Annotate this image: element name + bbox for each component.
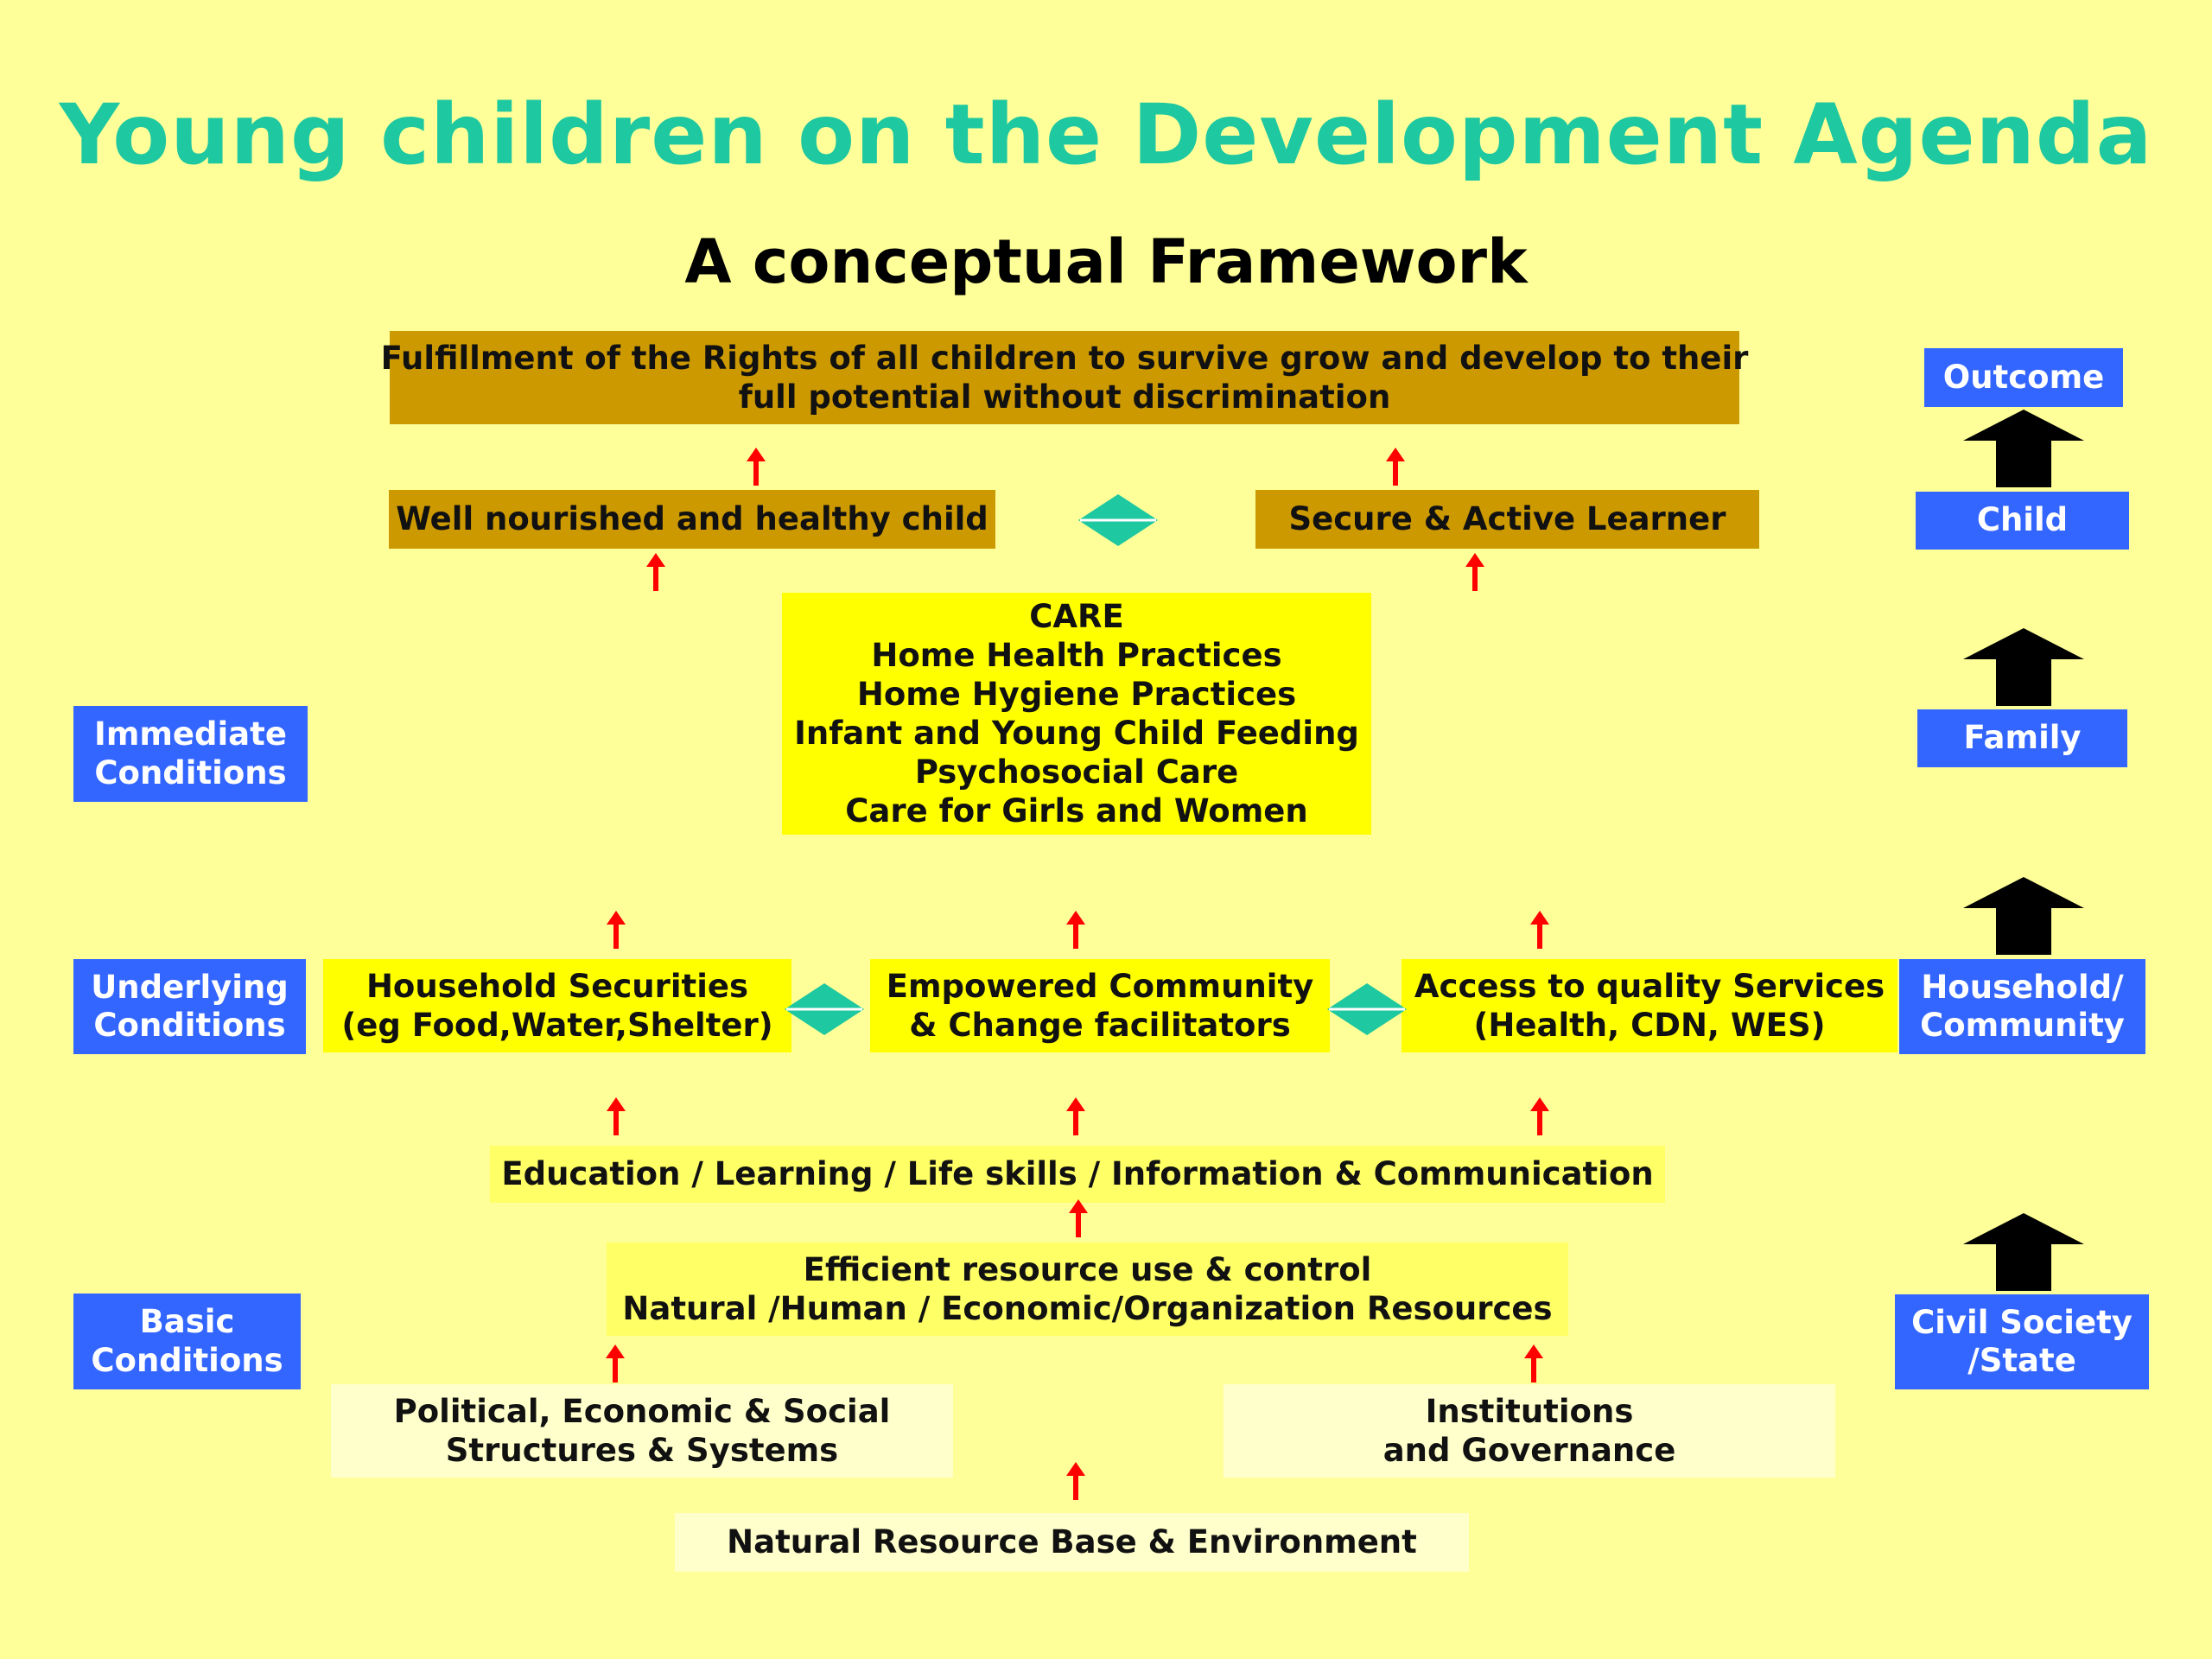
structures-systems-box-line: Structures & Systems — [445, 1432, 839, 1469]
child-label: Child — [1916, 492, 2129, 550]
household-community-label-line: Household/ — [1921, 968, 2124, 1006]
big-up-arrow-icon — [1963, 877, 2084, 955]
up-arrow-icon — [1066, 1097, 1085, 1135]
up-arrow-icon — [1066, 911, 1085, 949]
nourished-child-box: Well nourished and healthy child — [389, 490, 995, 549]
up-arrow-icon — [1465, 553, 1484, 591]
up-arrow-icon — [1530, 911, 1549, 949]
basic-conditions-label-line: Conditions — [91, 1341, 283, 1379]
natural-resource-box: Natural Resource Base & Environment — [675, 1513, 1469, 1572]
care-box-line: Psychosocial Care — [914, 753, 1239, 791]
big-up-arrow-icon — [1963, 1213, 2084, 1291]
care-box-line: Home Hygiene Practices — [856, 675, 1297, 713]
structures-systems-box-line: Political, Economic & Social — [393, 1392, 891, 1430]
household-community-label: Household/Community — [1899, 959, 2145, 1054]
up-arrow-icon — [1524, 1344, 1543, 1382]
diamond-connector-icon — [1078, 494, 1158, 546]
empowered-community-box: Empowered Community& Change facilitators — [870, 959, 1330, 1052]
empowered-community-box-line: & Change facilitators — [909, 1007, 1291, 1044]
family-label: Family — [1917, 709, 2127, 767]
active-learner-box: Secure & Active Learner — [1255, 490, 1759, 549]
family-label-line: Family — [1963, 719, 2082, 757]
civil-society-state-label-line: Civil Society — [1911, 1303, 2133, 1341]
up-arrow-icon — [1530, 1097, 1549, 1135]
quality-services-box-line: (Health, CDN, WES) — [1473, 1007, 1826, 1044]
natural-resource-box-line: Natural Resource Base & Environment — [727, 1523, 1417, 1561]
active-learner-box-line: Secure & Active Learner — [1288, 500, 1726, 538]
household-securities-box-line: (eg Food,Water,Shelter) — [341, 1007, 773, 1044]
resource-use-box-line: Efficient resource use & control — [803, 1250, 1372, 1288]
rights-fulfillment-box: Fulfillment of the Rights of all childre… — [381, 331, 1748, 424]
child-label-line: Child — [1976, 501, 2069, 539]
rights-fulfillment-box-line: full potential without discrimination — [738, 378, 1391, 416]
education-box-line: Education / Learning / Life skills / Inf… — [501, 1155, 1654, 1193]
care-box-line: CARE — [1029, 597, 1124, 635]
page-subtitle: A conceptual Framework — [684, 226, 1528, 297]
up-arrow-icon — [646, 553, 665, 591]
rights-fulfillment-box-line: Fulfillment of the Rights of all childre… — [380, 339, 1749, 377]
care-box-line: Home Health Practices — [871, 636, 1282, 674]
up-arrow-icon — [747, 448, 766, 486]
institutions-governance-box-line: and Governance — [1382, 1432, 1676, 1469]
care-box-line: Care for Girls and Women — [845, 792, 1308, 830]
diamond-connector-icon — [1327, 983, 1407, 1035]
up-arrow-icon — [606, 1344, 625, 1382]
up-arrow-icon — [1066, 1462, 1085, 1500]
big-up-arrow-icon — [1963, 410, 2084, 487]
underlying-conditions-label-line: Conditions — [93, 1007, 286, 1044]
quality-services-box-line: Access to quality Services — [1414, 967, 1885, 1005]
basic-conditions-label-line: Basic — [139, 1303, 235, 1341]
resource-use-box-line: Natural /Human / Economic/Organization R… — [622, 1290, 1553, 1327]
up-arrow-icon — [1069, 1199, 1088, 1237]
household-community-label-line: Community — [1920, 1007, 2125, 1044]
nourished-child-box-line: Well nourished and healthy child — [396, 500, 988, 538]
diamond-connector-icon — [785, 983, 864, 1035]
empowered-community-box-line: Empowered Community — [886, 967, 1314, 1005]
civil-society-state-label-line: /State — [1967, 1342, 2076, 1379]
up-arrow-icon — [607, 1097, 626, 1135]
up-arrow-icon — [607, 911, 626, 949]
big-up-arrow-icon — [1963, 628, 2084, 706]
institutions-governance-box-line: Institutions — [1425, 1392, 1634, 1430]
education-box: Education / Learning / Life skills / Inf… — [490, 1146, 1665, 1203]
outcome-label-line: Outcome — [1942, 358, 2105, 396]
care-box-line: Infant and Young Child Feeding — [794, 715, 1359, 752]
up-arrow-icon — [1386, 448, 1405, 486]
immediate-conditions-label-line: Immediate — [94, 715, 287, 753]
page-title: Young children on the Development Agenda — [59, 86, 2153, 183]
quality-services-box: Access to quality Services(Health, CDN, … — [1402, 959, 1897, 1052]
civil-society-state-label: Civil Society/State — [1895, 1294, 2149, 1389]
immediate-conditions-label-line: Conditions — [94, 753, 287, 791]
household-securities-box-line: Household Securities — [365, 967, 749, 1005]
household-securities-box: Household Securities(eg Food,Water,Shelt… — [323, 959, 791, 1052]
outcome-label: Outcome — [1924, 348, 2123, 407]
underlying-conditions-label-line: Underlying — [91, 968, 289, 1006]
